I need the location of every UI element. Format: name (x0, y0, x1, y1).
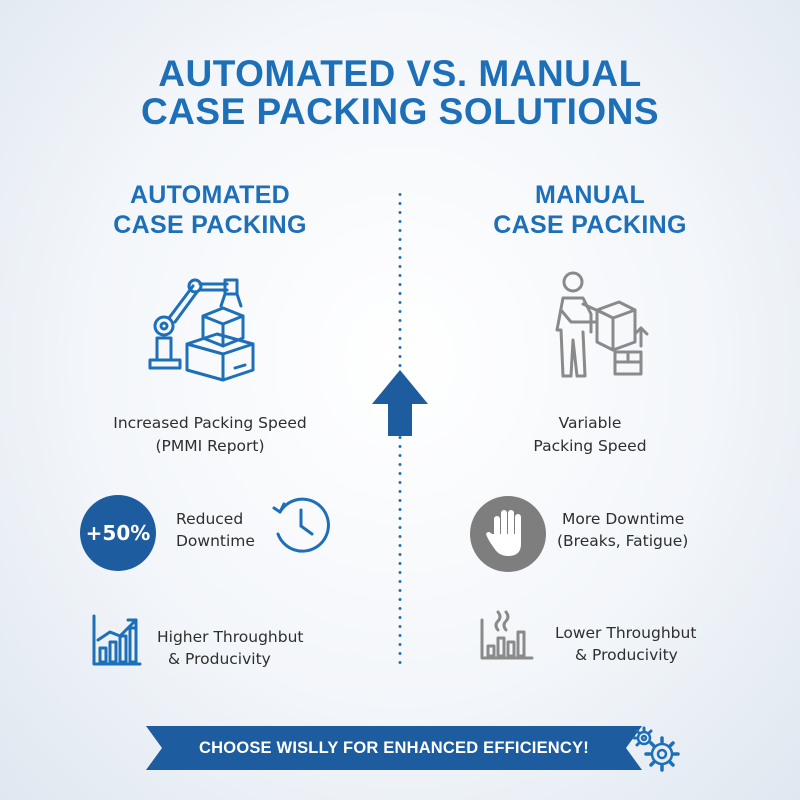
manual-heading-line1: MANUAL (534, 181, 646, 209)
automated-throughput-line2: & Producivity (168, 650, 271, 668)
manual-throughput-line2: & Producivity (575, 646, 678, 664)
hand-stop-icon (470, 496, 546, 572)
automated-heading-line1: AUTOMATED (129, 181, 291, 209)
automated-speed-line1: Increased Packing Speed (113, 414, 307, 432)
worker-box-icon (555, 271, 649, 378)
automated-downtime-line1: Reduced (176, 510, 244, 528)
gears-icon (632, 726, 680, 772)
banner-ribbon (146, 726, 642, 770)
speed-increase-badge: +50% (80, 495, 156, 571)
automated-speed-line2: (PMMI Report) (155, 437, 265, 455)
automated-downtime-line2: Downtime (176, 532, 255, 550)
bar-chart-up-icon (92, 614, 142, 666)
page-title-line2: CASE PACKING SOLUTIONS (140, 91, 660, 132)
automated-throughput-line1: Higher Throughbut (157, 628, 304, 646)
manual-downtime-line2: (Breaks, Fatigue) (557, 532, 689, 550)
automated-heading-line2: CASE PACKING (113, 211, 307, 239)
banner-text: CHOOSE WISLLY FOR ENHANCED EFFICIENCY! (199, 738, 589, 757)
arrow-up-icon (372, 370, 428, 436)
manual-speed-line1: Variable (558, 414, 622, 432)
clock-icon (272, 497, 330, 553)
manual-speed-line2: Packing Speed (533, 437, 647, 455)
manual-downtime-line1: More Downtime (562, 510, 685, 528)
manual-heading-line2: CASE PACKING (493, 211, 687, 239)
bar-chart-heat-icon (480, 610, 534, 660)
manual-throughput-line1: Lower Throughbut (555, 624, 697, 642)
page-title-line1: AUTOMATED VS. MANUAL (158, 53, 642, 94)
robot-arm-icon (148, 278, 255, 382)
